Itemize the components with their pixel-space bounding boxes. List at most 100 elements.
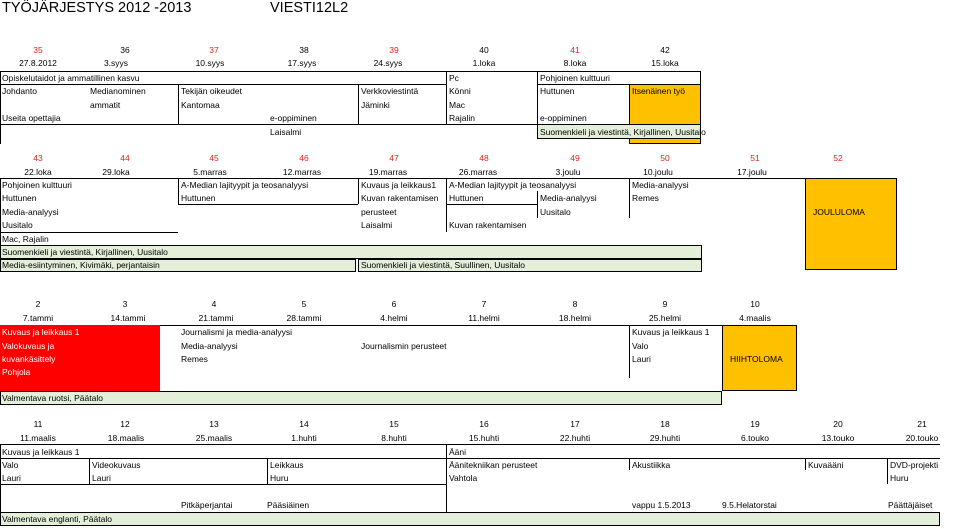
cell: Medianominen bbox=[90, 86, 146, 96]
cell: Huru bbox=[270, 473, 289, 483]
divider bbox=[446, 178, 447, 232]
week-date: 15.loka bbox=[651, 58, 679, 68]
cell: Uusitalo bbox=[540, 207, 571, 217]
cell: Journalismi ja media-analyysi bbox=[181, 327, 293, 337]
cell: A-Median lajityypit ja teosanalyysi bbox=[449, 180, 577, 190]
cell: Media-analyysi bbox=[181, 341, 238, 351]
week-date: 29.huhti bbox=[649, 433, 681, 443]
week-number: 11 bbox=[33, 419, 43, 429]
cell: Verkkoviestintä bbox=[361, 86, 419, 96]
suomenkieli-suullinen-block bbox=[358, 259, 702, 272]
suomenkieli-kirjallinen-block bbox=[0, 245, 702, 259]
week-date: 8.loka bbox=[563, 58, 587, 68]
cell: Media-analyysi bbox=[2, 207, 59, 217]
week-date: 18.helmi bbox=[558, 313, 592, 323]
cell: Vahtola bbox=[449, 473, 478, 483]
cell: Kuvan rakentamisen bbox=[361, 193, 439, 203]
cell: Kuvan rakentamisen bbox=[449, 220, 527, 230]
week-date: 11.helmi bbox=[468, 313, 500, 323]
week-number: 21 bbox=[917, 419, 927, 429]
week-number: 48 bbox=[479, 153, 489, 163]
kuvaus-red-block bbox=[0, 325, 160, 391]
cell: Journalismin perusteet bbox=[361, 341, 447, 351]
row-line bbox=[0, 484, 446, 485]
week-number: 5 bbox=[301, 299, 307, 309]
divider bbox=[887, 458, 888, 484]
cell: ammatit bbox=[90, 100, 121, 110]
cell: Itsenäinen työ bbox=[632, 86, 685, 96]
week-date: 3.syys bbox=[103, 58, 129, 68]
week-number: 14 bbox=[299, 419, 309, 429]
week-date: 10.joulu bbox=[643, 167, 673, 177]
cell: Lauri bbox=[632, 354, 651, 364]
cell: Pääsiäinen bbox=[267, 500, 310, 510]
week-date: 1.huhti bbox=[291, 433, 317, 443]
row-line bbox=[0, 84, 446, 85]
week-number: 15 bbox=[389, 419, 399, 429]
mediaesiintyminen-block bbox=[0, 259, 356, 272]
week-number: 35 bbox=[33, 45, 43, 55]
cell: Laisalmi bbox=[361, 220, 393, 230]
divider bbox=[89, 458, 90, 484]
week-number: 41 bbox=[570, 45, 580, 55]
cell: Pohjoinen kulttuuri bbox=[540, 73, 610, 83]
week-number: 20 bbox=[833, 419, 843, 429]
block2-top-border bbox=[0, 178, 896, 179]
joululoma-block bbox=[805, 178, 897, 270]
week-number: 12 bbox=[120, 419, 130, 429]
divider bbox=[629, 178, 630, 218]
cell: perusteet bbox=[361, 207, 397, 217]
week-date: 25.helmi bbox=[648, 313, 682, 323]
cell: Remes bbox=[632, 193, 659, 203]
cell: Valmentava englanti, Päätalo bbox=[2, 514, 112, 524]
cell: Könni bbox=[449, 86, 471, 96]
cell: Tekijän oikeudet bbox=[181, 86, 242, 96]
block1-top-border bbox=[0, 71, 700, 72]
cell: Media-esiintyminen, Kivimäki, perjantais… bbox=[2, 260, 160, 270]
week-date: 1.loka bbox=[472, 58, 496, 68]
week-date: 13.touko bbox=[821, 433, 855, 443]
cell: Kuvaus ja leikkaus 1 bbox=[2, 327, 80, 337]
week-number: 42 bbox=[660, 45, 670, 55]
week-number: 39 bbox=[389, 45, 399, 55]
divider bbox=[358, 178, 359, 204]
cell: Media-analyysi bbox=[632, 180, 689, 190]
week-number: 52 bbox=[833, 153, 843, 163]
cell: Media-analyysi bbox=[540, 193, 597, 203]
valmentava-ruotsi-block bbox=[0, 391, 722, 405]
cell: Johdanto bbox=[2, 86, 37, 96]
week-number: 40 bbox=[479, 45, 489, 55]
block3-top-border bbox=[0, 325, 722, 326]
cell: A-Median lajityypit ja teosanalyysi bbox=[181, 180, 309, 190]
divider bbox=[629, 325, 630, 378]
cell: Pohjola bbox=[2, 367, 31, 377]
week-date: 21.tammi bbox=[198, 313, 234, 323]
joululoma-label: JOULULOMA bbox=[813, 207, 865, 217]
cell: Huttunen bbox=[449, 193, 484, 203]
week-date: 4.helmi bbox=[380, 313, 408, 323]
week-number: 8 bbox=[572, 299, 578, 309]
cell: Jäminki bbox=[361, 100, 390, 110]
cell: Päättäjäiset bbox=[888, 500, 933, 510]
cell: Huru bbox=[890, 473, 909, 483]
cell: vappu 1.5.2013 bbox=[632, 500, 691, 510]
week-number: 16 bbox=[479, 419, 489, 429]
week-number: 4 bbox=[211, 299, 217, 309]
cell: Akustiikka bbox=[632, 460, 671, 470]
cell: Kuvaus ja leikkaus1 bbox=[361, 180, 437, 190]
cell: e-oppiminen bbox=[270, 113, 317, 123]
divider bbox=[446, 71, 447, 124]
row-line bbox=[0, 458, 446, 459]
week-number: 10 bbox=[750, 299, 760, 309]
divider bbox=[267, 458, 268, 484]
cell: Rajalin bbox=[449, 113, 475, 123]
week-number: 2 bbox=[35, 299, 41, 309]
row-line bbox=[0, 124, 537, 125]
week-date: 20.touko bbox=[905, 433, 939, 443]
week-number: 38 bbox=[299, 45, 309, 55]
cell: e-oppiminen bbox=[540, 113, 587, 123]
week-number: 50 bbox=[660, 153, 670, 163]
class-name: VIESTI12L2 bbox=[270, 0, 349, 16]
week-date: 24.syys bbox=[373, 58, 403, 68]
week-date: 7.tammi bbox=[22, 313, 54, 323]
